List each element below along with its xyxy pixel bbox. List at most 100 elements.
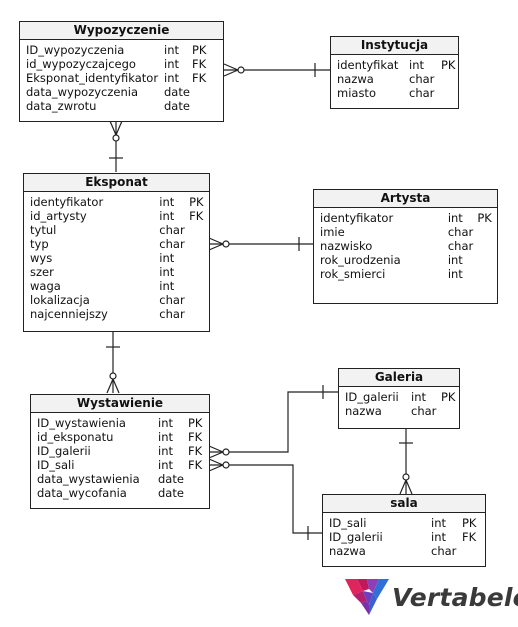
column-key: FK <box>462 530 477 544</box>
column-key <box>477 253 497 267</box>
column-key: PK <box>441 390 456 404</box>
column-key <box>477 267 497 281</box>
column-type: int <box>447 253 463 267</box>
column-key: FK <box>192 57 207 71</box>
column-name: identyfikat <box>337 58 399 72</box>
column-name: rok_urodzenia <box>320 253 401 267</box>
column-row[interactable]: identyfikat int PK <box>337 58 458 72</box>
column-name: waga <box>30 279 61 293</box>
column-type: char <box>159 293 185 307</box>
column-key: PK <box>462 516 477 530</box>
column-key <box>189 279 209 293</box>
column-row[interactable]: nazwa char <box>345 404 459 418</box>
column-type: char <box>409 72 435 86</box>
rel-eksponat-wystawienie <box>106 332 120 394</box>
rel-galeria-wystawienie <box>208 385 338 459</box>
column-row[interactable]: typ char <box>30 237 209 251</box>
column-type: int <box>164 43 179 57</box>
column-key: PK <box>441 58 456 72</box>
column-name: tytul <box>30 223 57 237</box>
column-type: int <box>431 530 446 544</box>
column-type: int <box>158 458 173 472</box>
column-type: int <box>159 265 175 279</box>
column-key: PK <box>189 195 204 209</box>
entity-title: Wypozyczenie <box>20 22 223 40</box>
column-name: ID_galerii <box>345 390 399 404</box>
column-name: ID_wystawienia <box>37 416 126 430</box>
column-key: FK <box>188 458 203 472</box>
column-key <box>189 251 209 265</box>
column-type: int <box>447 211 463 225</box>
column-key: FK <box>192 71 207 85</box>
column-name: data_wypozyczenia <box>26 85 139 99</box>
column-key: PK <box>192 43 207 57</box>
column-key <box>441 72 457 86</box>
column-row[interactable]: nazwisko char <box>320 239 497 253</box>
column-name: imie <box>320 225 345 239</box>
column-key: FK <box>188 444 203 458</box>
column-type: int <box>409 58 424 72</box>
column-key: FK <box>189 209 204 223</box>
column-row[interactable]: rok_urodzenia int <box>320 253 497 267</box>
column-row[interactable]: data_wypozyczenia date <box>26 85 223 99</box>
column-name: identyfikator <box>320 211 394 225</box>
column-type: date <box>164 85 190 99</box>
column-name: najcenniejszy <box>30 307 108 321</box>
column-key <box>192 99 220 113</box>
column-name: ID_galerii <box>37 444 91 458</box>
column-type: int <box>431 516 446 530</box>
entity-title: sala <box>323 495 485 513</box>
column-name: nazwisko <box>320 239 373 253</box>
column-name: wys <box>30 251 53 265</box>
column-type: char <box>431 544 457 558</box>
rel-eksponat-wypozyczenie <box>109 120 123 172</box>
column-name: typ <box>30 237 49 251</box>
column-type: char <box>411 404 437 418</box>
column-type: char <box>447 239 474 253</box>
column-key <box>188 472 208 486</box>
column-key <box>189 223 209 237</box>
column-name: Eksponat_identyfikator <box>26 71 159 85</box>
column-type: char <box>159 237 185 251</box>
entity-title: Eksponat <box>24 174 209 192</box>
column-name: id_eksponatu <box>37 430 114 444</box>
column-name: id_artysty <box>30 209 87 223</box>
column-type: date <box>158 486 184 500</box>
column-name: nazwa <box>345 404 382 418</box>
